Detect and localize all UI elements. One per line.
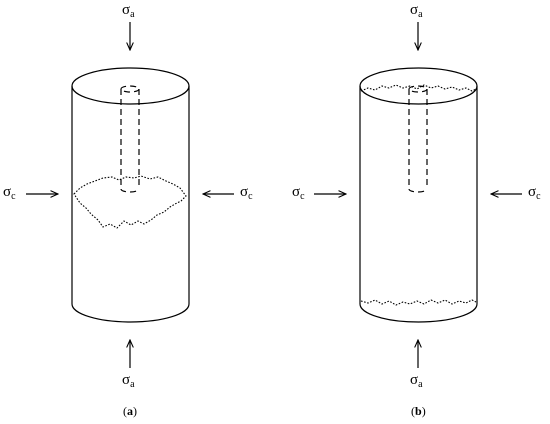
sigma-a-label-top-b: σa <box>410 2 423 20</box>
specimen-b-top-fracture <box>360 84 477 92</box>
sigma-c-label-right-a: σc <box>240 184 253 202</box>
specimen-b <box>314 22 522 368</box>
sigma-a-label-bottom-a: σa <box>122 372 135 390</box>
specimen-b-bottom-edge <box>359 303 478 323</box>
specimen-a-bottom-edge <box>71 303 190 323</box>
caption-b: (b) <box>411 404 426 418</box>
specimen-a-borehole <box>120 85 140 193</box>
sigma-c-label-left-a: σc <box>3 184 16 202</box>
specimen-a <box>26 22 234 368</box>
specimen-a-fracture <box>73 175 187 229</box>
sigma-c-label-left-b: σc <box>292 184 305 202</box>
specimen-b-borehole <box>408 85 428 193</box>
caption-a: (a) <box>123 404 137 418</box>
specimen-b-bottom-fracture <box>360 299 477 306</box>
sigma-a-label-bottom-b: σa <box>410 372 423 390</box>
sigma-a-label-top-a: σa <box>122 2 135 20</box>
sigma-c-label-right-b: σc <box>528 184 541 202</box>
